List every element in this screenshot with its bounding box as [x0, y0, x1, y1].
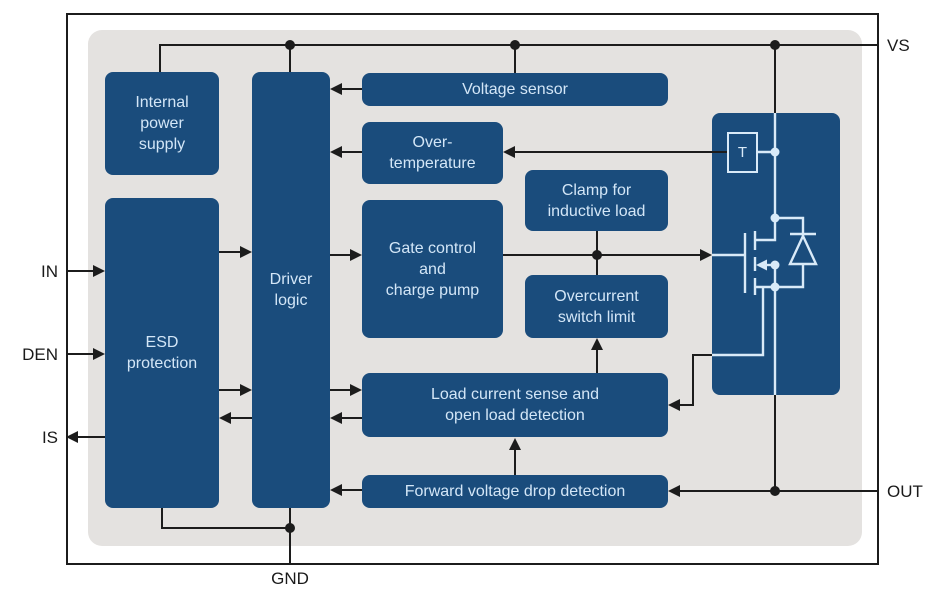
block-clamp-inductive-load: Clamp for inductive load — [525, 170, 668, 231]
block-overcurrent-switch-limit: Overcurrent switch limit — [525, 275, 668, 338]
temp-sensor-label: T — [737, 144, 748, 161]
block-label: inductive load — [547, 202, 646, 220]
block-label: power — [140, 115, 184, 132]
block-label: Forward voltage drop detection — [404, 483, 626, 500]
block-forward-voltage-drop: Forward voltage drop detection — [362, 475, 668, 508]
block-label: Load current sense and — [430, 386, 600, 403]
pin-label-is: IS — [41, 428, 58, 447]
pin-label-vs: VS — [887, 36, 910, 55]
block-over-temperature: Over- temperature — [362, 122, 503, 184]
block-driver-logic: Driver logic — [252, 72, 330, 508]
block-label: Gate control — [388, 239, 477, 257]
outer-frame — [66, 13, 879, 565]
block-gate-control-charge-pump: Gate control and charge pump — [362, 200, 503, 338]
block-label: switch limit — [557, 308, 636, 326]
block-label: Driver — [269, 271, 313, 288]
block-esd-protection: ESD protection — [105, 198, 219, 508]
pin-label-den: DEN — [22, 345, 58, 364]
block-label: Overcurrent — [554, 287, 639, 305]
block-label: ESD — [145, 334, 179, 351]
block-label: Voltage sensor — [462, 81, 568, 98]
block-label: and — [419, 260, 446, 278]
temp-sensor-box: T — [727, 132, 758, 173]
block-internal-power-supply: Internal power supply — [105, 72, 219, 175]
block-label: Clamp for — [561, 181, 632, 199]
block-label: protection — [126, 355, 198, 372]
block-label: logic — [274, 292, 308, 309]
pin-label-out: OUT — [887, 482, 923, 501]
block-voltage-sensor: Voltage sensor — [362, 73, 668, 106]
pin-label-in: IN — [41, 262, 58, 281]
block-label: supply — [138, 136, 186, 153]
block-label: open load detection — [445, 407, 585, 424]
pin-label-gnd: GND — [271, 569, 309, 588]
block-load-current-sense: Load current sense and open load detecti… — [362, 373, 668, 437]
block-label: Internal — [135, 94, 189, 111]
block-label: charge pump — [385, 281, 480, 299]
block-label: Over- — [412, 134, 453, 151]
block-label: temperature — [389, 155, 476, 172]
